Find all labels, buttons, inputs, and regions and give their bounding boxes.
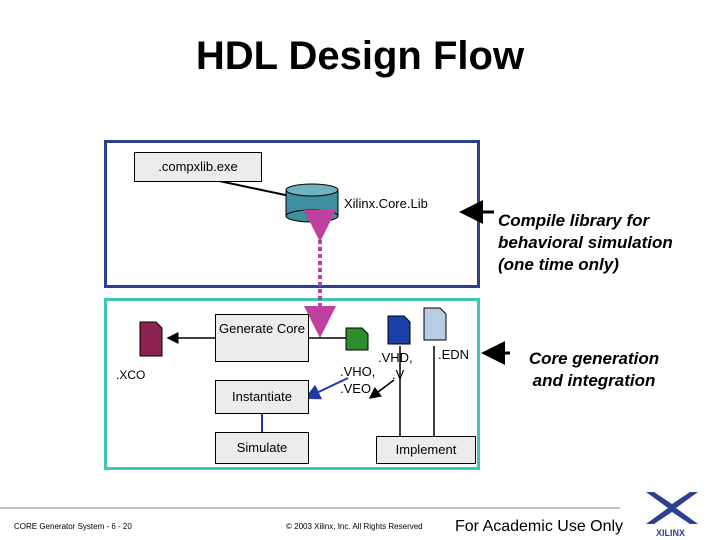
page-title: HDL Design Flow [195,34,525,78]
compxlib-box: .compxlib.exe [134,152,262,182]
implement-box: Implement [376,436,476,464]
edn-file-icon [423,307,447,341]
footer-page-label: CORE Generator System - 6 - 20 [14,522,132,531]
library-database-icon [285,183,339,223]
veo-label: .VEO [340,381,372,396]
xilinx-logo-text: XILINX [656,528,686,538]
core-integration-frame [104,298,480,470]
vhd-to-veo-arrow [368,379,395,399]
v-label: .V [392,367,405,382]
library-label: Xilinx.Core.Lib [344,196,428,211]
vhd-label: .VHD, [378,350,413,365]
footer-academic-use: For Academic Use Only [455,518,624,535]
vho-file-icon [345,327,369,351]
core-generation-note: Core generation and integration [528,349,660,390]
vho-label: .VHO, [340,364,376,379]
footer-copyright: © 2003 Xilinx, Inc. All Rights Reserved [286,522,423,531]
xilinx-logo-icon [646,492,698,524]
xco-file-icon [139,321,163,357]
simulate-box: Simulate [215,432,309,464]
edn-label: .EDN [438,347,470,362]
generate-core-box: Generate Core [215,314,309,362]
xco-label: .XCO [116,368,146,382]
instantiate-box: Instantiate [215,380,309,414]
compile-library-note: Compile library for behavioral simulatio… [498,211,673,274]
vho-to-instantiate-arrow [304,377,349,400]
vhd-file-icon [387,315,411,345]
